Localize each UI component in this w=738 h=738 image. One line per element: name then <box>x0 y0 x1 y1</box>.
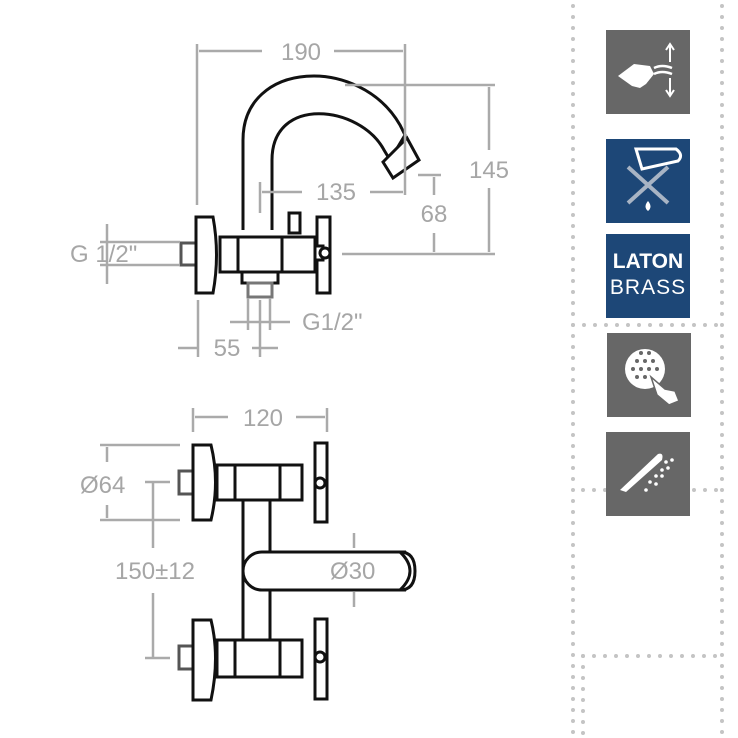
dim-reach-135: 135 <box>316 179 356 206</box>
dim-spout-diameter: Ø30 <box>330 558 375 585</box>
dim-spout-height-68: 68 <box>421 201 448 228</box>
dim-centers: 150±12 <box>115 558 195 585</box>
material-icon: LATON BRASS <box>606 234 690 318</box>
side-view-dimensions <box>100 44 495 357</box>
shower-spray-icon <box>606 432 690 516</box>
hand-adjust-icon <box>606 30 690 114</box>
side-view-drawing <box>179 74 421 299</box>
dim-outlet-thread: G1/2" <box>302 309 363 336</box>
dim-width-120: 120 <box>243 405 283 432</box>
dim-handle-diameter: Ø64 <box>80 472 125 499</box>
dim-height-145: 145 <box>469 157 509 184</box>
top-view-drawing <box>177 441 417 702</box>
material-label-brass: BRASS <box>609 276 687 299</box>
material-label-laton: LATON <box>612 250 684 273</box>
dim-offset-55: 55 <box>214 335 241 362</box>
easy-clean-aerator-icon <box>607 333 691 417</box>
dim-width-190: 190 <box>281 39 321 66</box>
no-limescale-icon <box>606 139 690 223</box>
panel-dotted-borders <box>571 4 724 738</box>
top-view-dimensions <box>100 408 356 660</box>
dim-inlet-thread: G 1/2" <box>70 241 137 268</box>
